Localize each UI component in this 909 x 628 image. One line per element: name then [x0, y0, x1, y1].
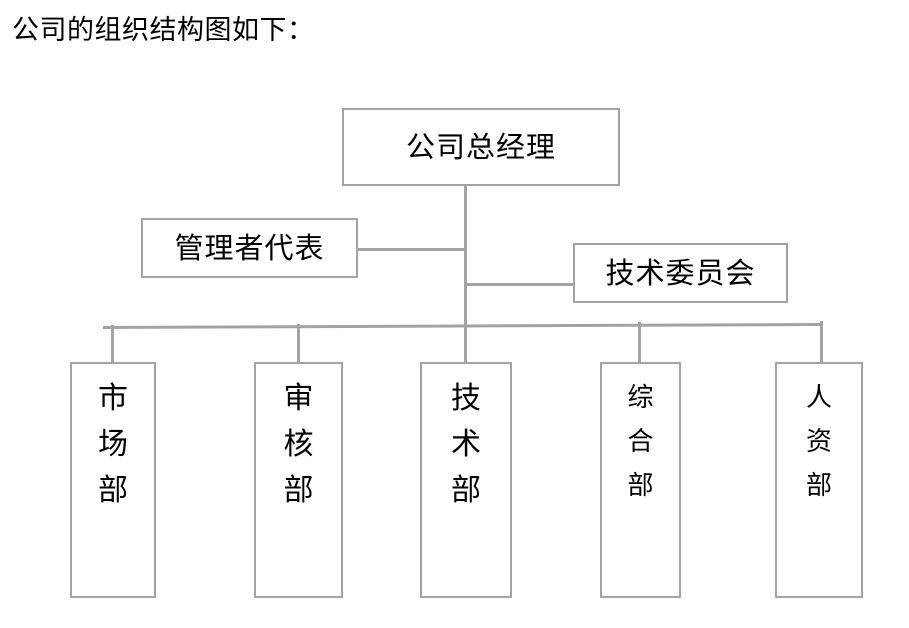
- node-label-glyph: 术: [451, 427, 481, 462]
- node-marketing-department-label: 市场部: [72, 376, 154, 514]
- node-management-representative-label: 管理者代表: [174, 231, 325, 265]
- node-label-glyph: 合: [627, 427, 654, 457]
- node-label-glyph: 人: [805, 383, 832, 413]
- connector-drop-dept4: [638, 322, 641, 364]
- node-hr-department[interactable]: 人资部: [775, 362, 863, 598]
- connector-drop-dept3: [464, 323, 467, 364]
- node-label-glyph: 综: [627, 383, 654, 413]
- node-general-manager[interactable]: 公司总经理: [342, 108, 620, 186]
- node-label-glyph: 部: [98, 473, 128, 508]
- connector-drop-dept2: [297, 324, 300, 364]
- node-label-glyph: 部: [627, 471, 654, 501]
- connector-department-bus: [102, 322, 823, 329]
- node-audit-department[interactable]: 审核部: [254, 362, 343, 598]
- connector-to-management-rep: [356, 248, 466, 251]
- node-hr-department-label: 人资部: [777, 376, 861, 508]
- node-general-affairs-department[interactable]: 综合部: [600, 362, 681, 598]
- node-technical-committee-label: 技术委员会: [605, 256, 756, 290]
- node-technical-committee[interactable]: 技术委员会: [573, 243, 788, 303]
- node-label-glyph: 部: [283, 473, 314, 508]
- node-label-glyph: 场: [98, 427, 128, 462]
- node-label-glyph: 部: [805, 471, 832, 501]
- page-title: 公司的组织结构图如下：: [12, 15, 315, 46]
- node-general-manager-label: 公司总经理: [405, 130, 556, 164]
- connector-to-tech-committee: [464, 283, 575, 286]
- node-audit-department-label: 审核部: [256, 376, 341, 514]
- node-technical-department-label: 技术部: [422, 376, 510, 514]
- connector-drop-dept5: [820, 321, 823, 364]
- node-label-glyph: 核: [283, 427, 314, 462]
- connector-trunk-vertical: [464, 185, 467, 327]
- node-label-glyph: 审: [283, 381, 314, 416]
- node-label-glyph: 市: [98, 381, 128, 416]
- node-technical-department[interactable]: 技术部: [420, 362, 512, 598]
- node-general-affairs-department-label: 综合部: [602, 376, 679, 508]
- node-marketing-department[interactable]: 市场部: [70, 362, 156, 598]
- connector-drop-dept1: [111, 325, 114, 364]
- node-label-glyph: 资: [805, 427, 832, 457]
- node-management-representative[interactable]: 管理者代表: [141, 218, 358, 278]
- node-label-glyph: 技: [451, 381, 481, 416]
- node-label-glyph: 部: [451, 473, 481, 508]
